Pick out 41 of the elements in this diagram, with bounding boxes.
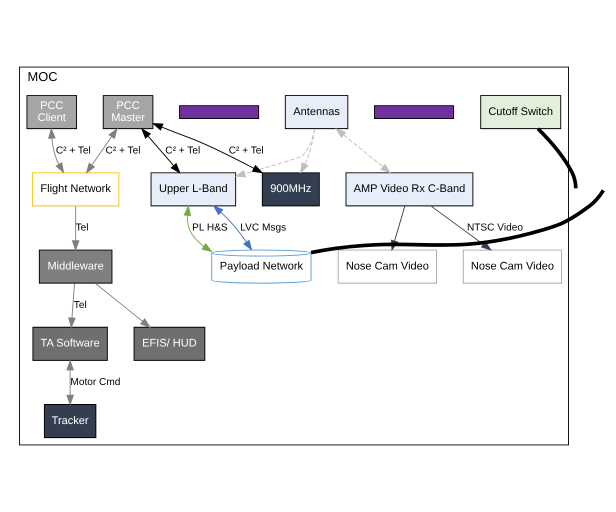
node-box xyxy=(179,105,260,119)
arrow xyxy=(95,283,151,328)
node-box: Nose Cam Video xyxy=(338,250,438,284)
edge-label: NTSC Video xyxy=(466,222,523,234)
node-box: PCC Client xyxy=(26,95,78,130)
edge-label: Tel xyxy=(74,300,87,311)
connector xyxy=(310,189,605,254)
arrow xyxy=(335,128,392,174)
edge-label: C² + Tel xyxy=(228,145,264,156)
arrow xyxy=(141,128,181,174)
edge-label: Motor Cmd xyxy=(70,377,120,388)
node-box: Upper L-Band xyxy=(150,172,236,206)
arrow xyxy=(86,128,118,174)
arrow xyxy=(72,206,80,252)
node-box: Antennas xyxy=(284,95,348,130)
arrow xyxy=(66,359,74,406)
edge-label: C² + Tel xyxy=(106,145,140,156)
arrow xyxy=(48,128,64,174)
node-box: PCC Master xyxy=(102,95,154,130)
node-box: Flight Network xyxy=(32,172,120,206)
arrow xyxy=(68,283,76,329)
node-box: AMP Video Rx C-Band xyxy=(346,172,474,206)
arrow xyxy=(152,122,264,174)
node-box: Tracker xyxy=(44,404,96,438)
edge-label: C² + Tel xyxy=(165,145,200,156)
node-box: Cutoff Switch xyxy=(480,95,562,130)
edge-label: PL H&S xyxy=(192,222,228,234)
arrow xyxy=(300,128,316,174)
arrow xyxy=(184,204,213,252)
edge-label: Tel xyxy=(76,222,89,234)
node-box: Nose Cam Video xyxy=(462,250,562,284)
node-box: 900MHz xyxy=(262,172,320,206)
node-box: TA Software xyxy=(32,326,108,361)
arrow xyxy=(212,205,252,251)
connector xyxy=(536,127,578,188)
node-box: EFIS/ HUD xyxy=(134,326,206,361)
edge-label: C² + Tel xyxy=(56,145,91,156)
edge-label: LVC Msgs xyxy=(240,222,286,234)
node-box: Middleware xyxy=(38,250,112,284)
node-box xyxy=(374,105,454,119)
arrow xyxy=(234,128,316,178)
